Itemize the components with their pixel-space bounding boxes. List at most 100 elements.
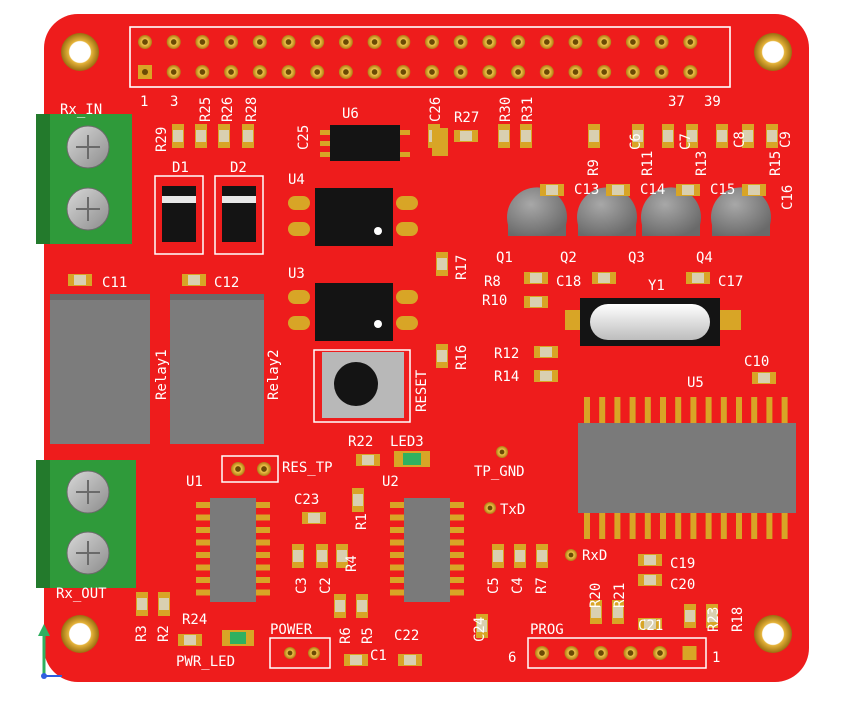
label-c19: C19 — [670, 556, 695, 572]
header-pin — [453, 65, 468, 79]
header-pin — [625, 65, 640, 79]
relay-1 — [50, 294, 150, 444]
header-pin — [683, 65, 698, 79]
header-pin — [338, 35, 353, 49]
header-pin — [252, 35, 267, 49]
transistor-q1 — [507, 187, 567, 236]
reset-button[interactable] — [313, 349, 411, 423]
label-relay2: Relay2 — [266, 349, 282, 400]
chip-leg — [614, 513, 621, 539]
header-pin — [224, 65, 239, 79]
header-label-pin37: 37 — [668, 94, 685, 110]
header-pin — [625, 35, 640, 49]
smd-body — [748, 185, 760, 195]
smd-body — [540, 371, 552, 381]
smd-body — [758, 373, 770, 383]
label-q3: Q3 — [628, 250, 645, 266]
smd-body — [159, 598, 169, 610]
label-r11: R11 — [640, 151, 656, 176]
label-txd: TxD — [500, 502, 525, 518]
smd-body — [357, 600, 367, 612]
chip-leg — [690, 513, 697, 539]
chip-leg — [256, 552, 270, 558]
terminal-block-rx-out — [36, 460, 136, 588]
mounting-hole-bottom-left — [61, 615, 99, 653]
label-r12: R12 — [494, 346, 519, 362]
label-u6: U6 — [342, 106, 359, 122]
gpio-header-outline — [129, 26, 731, 88]
label-r23: R23 — [706, 607, 722, 632]
chip-leg — [256, 564, 270, 571]
label-r22: R22 — [348, 434, 373, 450]
label-relay1: Relay1 — [154, 349, 170, 400]
chip-leg — [450, 552, 464, 558]
prog-pin — [535, 646, 549, 660]
label-c21: C21 — [638, 618, 663, 634]
label-rx-out: Rx_OUT — [56, 586, 107, 602]
header-pin — [425, 65, 439, 79]
label-r2: R2 — [156, 625, 172, 642]
transistor-q4 — [710, 187, 772, 236]
smd-body — [707, 610, 717, 622]
label-power: POWER — [270, 622, 313, 638]
chip-leg — [644, 513, 651, 539]
label-r8: R8 — [484, 274, 501, 290]
label-rxd: RxD — [582, 548, 607, 564]
chip-leg — [660, 513, 666, 539]
header-pin-hole — [142, 69, 148, 75]
smd-body — [537, 550, 547, 562]
chip-leg — [720, 397, 727, 423]
header-pin — [597, 35, 612, 49]
chip-leg — [705, 513, 712, 539]
smd-body — [335, 600, 345, 612]
label-q2: Q2 — [560, 250, 577, 266]
header-pin — [224, 35, 239, 49]
smd-body — [460, 131, 472, 141]
header-pin — [597, 65, 612, 79]
header-pin — [252, 65, 267, 79]
res-tp-pin1 — [231, 462, 245, 476]
chip-leg — [390, 539, 404, 546]
header-pin — [482, 65, 497, 79]
smd-body — [353, 494, 363, 506]
chip-leg — [450, 577, 464, 583]
relay-2 — [170, 294, 264, 444]
chip-leg — [390, 577, 404, 583]
header-pin — [568, 35, 583, 49]
smd-body — [196, 130, 206, 142]
label-c9: C9 — [778, 131, 794, 148]
mounting-hole-top-right — [754, 33, 792, 71]
label-r14: R14 — [494, 369, 519, 385]
smd-body — [293, 550, 303, 562]
label-r9: R9 — [586, 159, 602, 176]
reference-labels: C11 C12 C13 C14 C15 C17 C18 C10 C19 C20 … — [102, 97, 796, 664]
power-pin2 — [308, 647, 320, 659]
label-c7: C7 — [678, 133, 694, 150]
header-pin — [396, 35, 411, 49]
header-pin — [166, 35, 181, 49]
label-r16: R16 — [454, 345, 470, 370]
smd-body — [644, 575, 656, 585]
chip-leg — [766, 397, 773, 423]
header-label-pin3: 3 — [170, 94, 178, 110]
smd-body — [184, 635, 196, 645]
power-header-outline — [269, 637, 331, 669]
label-c2: C2 — [318, 577, 334, 594]
smd-body — [717, 130, 727, 142]
header-pin — [654, 65, 669, 79]
label-c5: C5 — [486, 577, 502, 594]
chip-leg — [660, 397, 666, 423]
chip-leg — [196, 577, 210, 583]
label-u2: U2 — [382, 474, 399, 490]
diode-d1 — [154, 175, 204, 255]
gpio-header-pins — [138, 35, 698, 79]
res-tp-outline — [221, 455, 279, 483]
chip-leg — [256, 502, 270, 508]
prog-header-outline — [527, 637, 707, 669]
label-prog-pin1: 1 — [712, 650, 720, 666]
label-q1: Q1 — [496, 250, 513, 266]
header-pin — [425, 35, 439, 49]
smd-body — [477, 620, 487, 632]
smd-body — [337, 550, 347, 562]
label-r31: R31 — [520, 97, 536, 122]
